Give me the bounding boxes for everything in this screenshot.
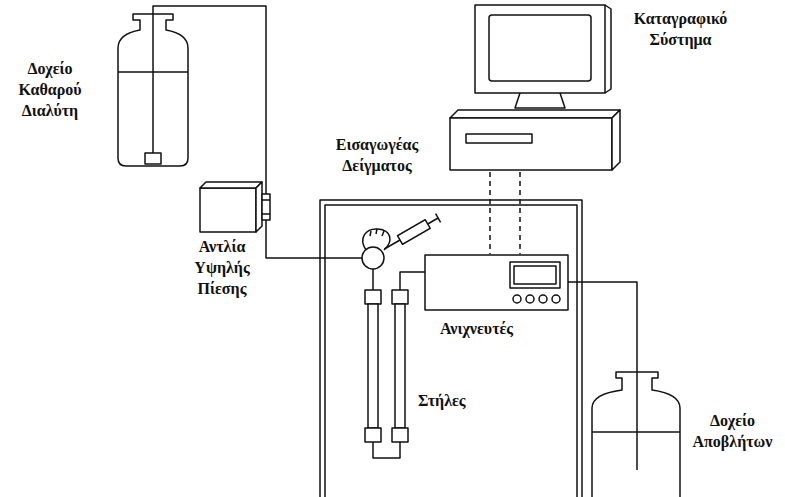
solvent-bottle	[118, 14, 188, 166]
supply-tube	[153, 6, 266, 194]
waste-bottle	[592, 372, 680, 497]
instrument-housing	[320, 200, 582, 497]
part-label: Στήλες	[418, 390, 466, 411]
column-symbol	[365, 269, 425, 458]
waste-tube	[568, 282, 637, 372]
pressure-tube	[266, 220, 362, 258]
part-label: Ανιχνευτές	[440, 318, 513, 339]
part-label: Δοχείο Καθαρού Διαλύτη	[8, 58, 92, 121]
computer-symbol	[450, 5, 620, 254]
detector-symbol	[425, 255, 568, 310]
pump-symbol	[200, 182, 270, 232]
part-label: Καταγραφικό Σύστημα	[618, 8, 743, 50]
part-label: Δοχείο Αποβλήτων	[685, 410, 780, 452]
part-label: Εισαγωγέας Δείγματος	[318, 134, 436, 176]
part-label: Αντλία Υψηλής Πίεσης	[184, 236, 260, 299]
